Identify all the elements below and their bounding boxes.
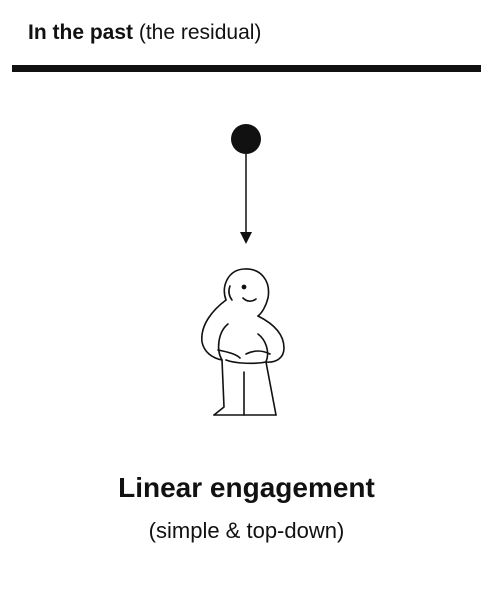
linear-engagement-diagram xyxy=(201,124,285,416)
diagram-subtitle: (simple & top-down) xyxy=(148,518,345,543)
node-dot-icon xyxy=(231,124,261,154)
header-light: (the residual) xyxy=(138,21,262,44)
divider-rule xyxy=(12,65,481,72)
section-header: In the past (the residual) xyxy=(28,19,261,47)
person-figure-icon xyxy=(201,268,285,416)
header-bold: In the past xyxy=(28,21,134,44)
diagram-title: Linear engagement xyxy=(118,472,375,503)
arrow-down-icon xyxy=(240,154,252,244)
